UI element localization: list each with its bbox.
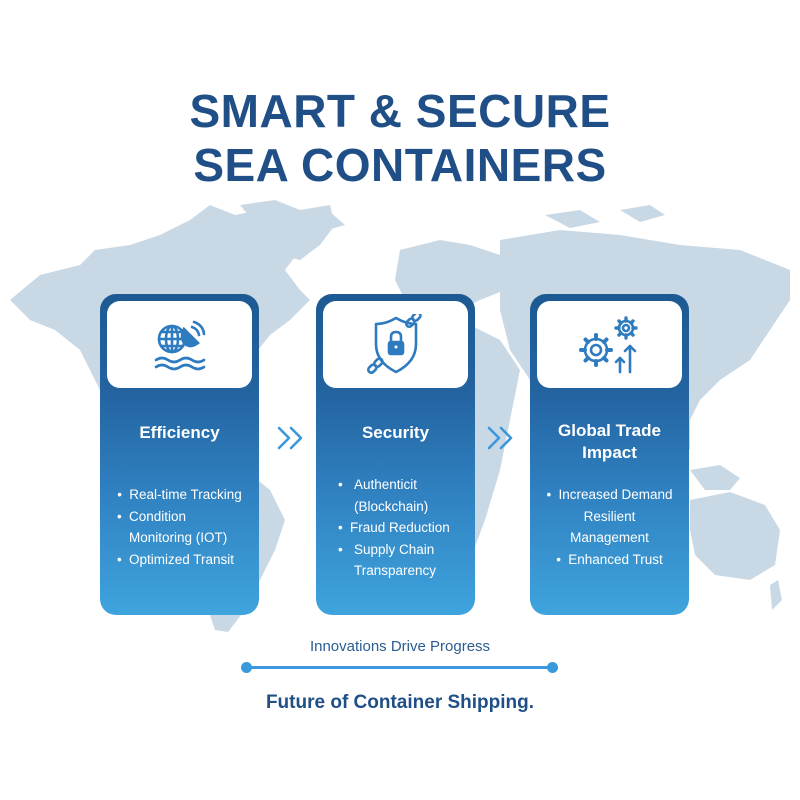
card-security: Security •Authenticit (Blockchain) •Frau…	[316, 294, 475, 615]
card-list: •Authenticit (Blockchain) •Fraud Reducti…	[316, 474, 475, 582]
list-item: •Condition	[117, 508, 187, 524]
list-item-continuation: Resilient	[583, 508, 636, 524]
icon-box	[323, 301, 468, 388]
line-start-dot	[241, 662, 252, 673]
list-item-continuation: Management	[570, 530, 649, 545]
card-list: •Increased Demand Resilient Management •…	[530, 484, 689, 570]
list-item: •Enhanced Trust	[556, 551, 663, 567]
title-line-1: SMART & SECURE	[189, 85, 611, 137]
list-item: •Increased Demand	[546, 487, 673, 502]
list-item-continuation: (Blockchain)	[354, 498, 429, 514]
satellite-globe-waves-icon	[154, 320, 205, 370]
card-global-trade-impact: Global Trade Impact •Increased Demand Re…	[530, 294, 689, 615]
list-item-continuation: Transparency	[354, 563, 437, 578]
list-item-continuation: Monitoring (IOT)	[129, 530, 228, 545]
list-item: •Supply Chain	[338, 541, 435, 557]
card-title: Security	[361, 423, 430, 442]
card-efficiency: Efficiency •Real-time Tracking •Conditio…	[100, 294, 259, 615]
list-item: •Optimized Transit	[117, 551, 235, 567]
tagline: Innovations Drive Progress	[309, 638, 491, 655]
page-title: SMART & SECURE SEA CONTAINERS	[0, 84, 800, 192]
double-chevron-right-icon	[487, 426, 513, 450]
card-title: Efficiency	[139, 423, 220, 442]
icon-box	[107, 301, 252, 388]
gears-growth-arrows-icon	[578, 315, 638, 373]
progress-line	[246, 666, 553, 669]
shield-lock-chain-icon	[366, 313, 422, 374]
line-end-dot	[547, 662, 558, 673]
card-title: Global Trade Impact	[558, 421, 661, 462]
list-item: •Authenticit	[338, 477, 418, 492]
list-item: •Real-time Tracking	[117, 487, 242, 502]
card-list: •Real-time Tracking •Condition Monitorin…	[100, 484, 259, 570]
footer-text: Future of Container Shipping.	[265, 692, 535, 713]
list-item: •Fraud Reduction	[338, 520, 450, 535]
icon-box	[537, 301, 682, 388]
title-line-2: SEA CONTAINERS	[193, 139, 607, 191]
double-chevron-right-icon	[277, 426, 303, 450]
